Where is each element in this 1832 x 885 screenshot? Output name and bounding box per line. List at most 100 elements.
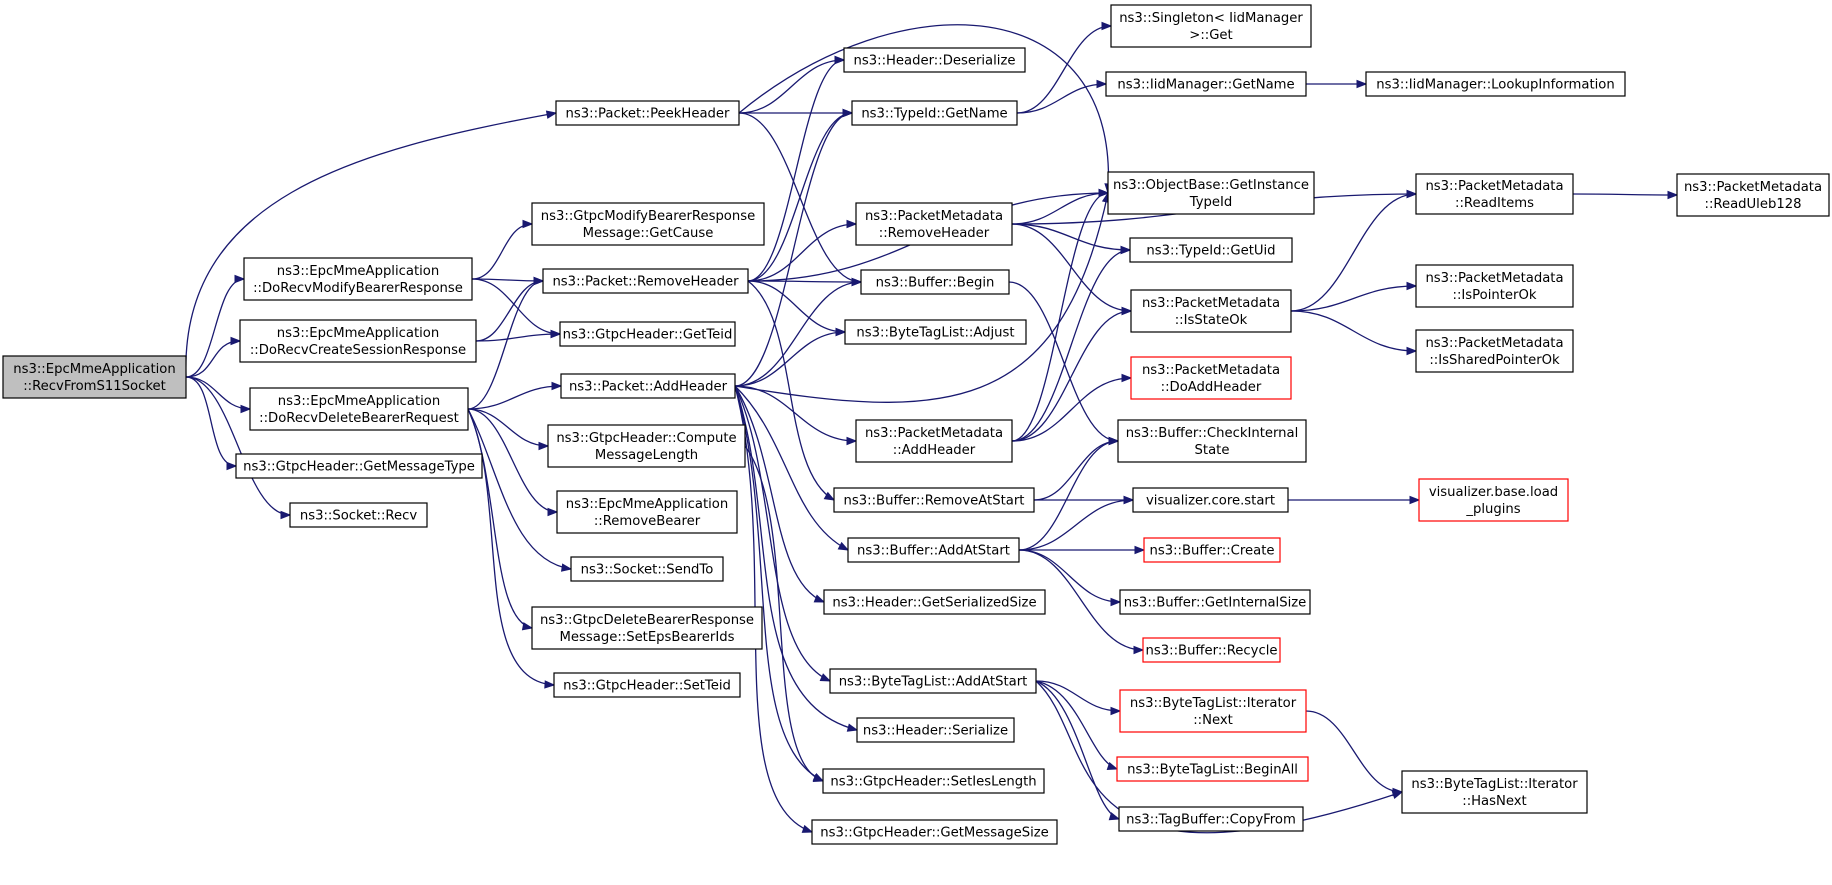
node-headerDeserialize[interactable]: ns3::Header::Deserialize — [843, 47, 1026, 73]
node-gtpcSetIesLength[interactable]: ns3::GtpcHeader::SetIesLength — [822, 768, 1045, 794]
node-bufferRemoveAtStart[interactable]: ns3::Buffer::RemoveAtStart — [833, 487, 1035, 513]
node-label: ::RecvFromS11Socket — [23, 379, 166, 394]
node-bufferAddAtStart[interactable]: ns3::Buffer::AddAtStart — [847, 537, 1020, 563]
node-label: State — [1195, 443, 1230, 458]
node-label: >::Get — [1189, 28, 1232, 43]
node-btlBeginAll[interactable]: ns3::ByteTagList::BeginAll — [1116, 756, 1309, 782]
arrowhead — [1110, 706, 1122, 716]
node-typeIdGetName[interactable]: ns3::TypeId::GetName — [851, 100, 1018, 126]
node-btlIterNext[interactable]: ns3::ByteTagList::Iterator::Next — [1119, 689, 1307, 733]
node-gtpcModifyGetCause[interactable]: ns3::GtpcModifyBearerResponseMessage::Ge… — [531, 202, 765, 246]
node-box — [1116, 756, 1309, 782]
node-label: ns3::IidManager::GetName — [1117, 78, 1294, 93]
node-singletonGet[interactable]: ns3::Singleton< IidManager>::Get — [1110, 4, 1312, 48]
node-btlIterHasNext[interactable]: ns3::ByteTagList::Iterator::HasNext — [1401, 770, 1588, 814]
node-label: MessageLength — [595, 448, 698, 463]
call-edge — [185, 112, 557, 378]
node-label: ns3::Buffer::Begin — [876, 276, 995, 291]
node-label: ns3::Header::Deserialize — [854, 54, 1016, 69]
node-packetAddHeader[interactable]: ns3::Packet::AddHeader — [560, 373, 736, 399]
node-bufferRecycle[interactable]: ns3::Buffer::Recycle — [1142, 637, 1281, 663]
call-edge — [467, 408, 572, 570]
node-pmIsPointerOk[interactable]: ns3::PacketMetadata::IsPointerOk — [1415, 264, 1574, 308]
call-edge — [185, 376, 291, 516]
node-vizBaseLoadPlugins[interactable]: visualizer.base.load_plugins — [1418, 478, 1569, 522]
node-label: ns3::Buffer::Create — [1149, 544, 1274, 559]
node-box — [1129, 237, 1293, 263]
node-label: ns3::TypeId::GetUid — [1146, 244, 1275, 259]
node-bufferBegin[interactable]: ns3::Buffer::Begin — [860, 269, 1010, 295]
call-edge — [1572, 193, 1678, 196]
node-socketSendTo[interactable]: ns3::Socket::SendTo — [570, 556, 724, 582]
call-edge — [747, 59, 845, 282]
node-gtpcGetTeid[interactable]: ns3::GtpcHeader::GetTeid — [559, 321, 736, 347]
node-label: ns3::Buffer::Recycle — [1146, 644, 1278, 659]
arrowhead — [533, 276, 545, 286]
node-label: ::RemoveHeader — [879, 226, 990, 241]
arrowhead — [1108, 436, 1120, 446]
node-packetRemoveHeader[interactable]: ns3::Packet::RemoveHeader — [542, 268, 749, 294]
node-epcRemoveBearer[interactable]: ns3::EpcMmeApplication::RemoveBearer — [556, 490, 738, 534]
node-btlAdjust[interactable]: ns3::ByteTagList::Adjust — [844, 319, 1027, 345]
node-label: ns3::ByteTagList::AddAtStart — [839, 675, 1028, 690]
node-bufferCreate[interactable]: ns3::Buffer::Create — [1143, 537, 1281, 563]
node-bufferGetInternalSize[interactable]: ns3::Buffer::GetInternalSize — [1119, 589, 1311, 615]
node-box — [531, 606, 763, 650]
call-edge — [734, 112, 853, 387]
node-gtpcGetMessageSize[interactable]: ns3::GtpcHeader::GetMessageSize — [811, 819, 1058, 845]
arrowhead — [1120, 245, 1132, 255]
node-vizCoreStart[interactable]: visualizer.core.start — [1132, 487, 1289, 513]
call-edge — [734, 192, 1109, 403]
node-doRecvCreate[interactable]: ns3::EpcMmeApplication::DoRecvCreateSess… — [239, 319, 477, 363]
node-label: ns3::GtpcHeader::Compute — [556, 431, 736, 446]
call-edge — [1305, 710, 1403, 793]
node-box — [1107, 171, 1315, 215]
node-iidLookupInformation[interactable]: ns3::IidManager::LookupInformation — [1365, 71, 1626, 97]
node-box — [1105, 71, 1307, 97]
node-pmIsSharedPointerOk[interactable]: ns3::PacketMetadata::IsSharedPointerOk — [1415, 329, 1574, 373]
arrowhead — [550, 329, 562, 339]
node-label: ::IsPointerOk — [1453, 288, 1537, 303]
node-label: ns3::EpcMmeApplication — [13, 362, 175, 377]
node-doRecvDelete[interactable]: ns3::EpcMmeApplication::DoRecvDeleteBear… — [249, 387, 469, 431]
arrowhead — [1409, 495, 1421, 505]
node-label: ns3::Singleton< IidManager — [1119, 11, 1303, 26]
node-root[interactable]: ns3::EpcMmeApplication::RecvFromS11Socke… — [2, 355, 187, 399]
arrowhead — [1121, 373, 1133, 383]
node-gtpcSetTeid[interactable]: ns3::GtpcHeader::SetTeid — [553, 672, 741, 698]
node-socketRecv[interactable]: ns3::Socket::Recv — [289, 502, 428, 528]
node-iidGetName[interactable]: ns3::IidManager::GetName — [1105, 71, 1307, 97]
arrowhead — [551, 381, 563, 391]
node-pmRemoveHeader[interactable]: ns3::PacketMetadata::RemoveHeader — [855, 202, 1013, 246]
node-pmIsStateOk[interactable]: ns3::PacketMetadata::IsStateOk — [1130, 289, 1292, 333]
node-pmReadUleb128[interactable]: ns3::PacketMetadata::ReadUleb128 — [1676, 173, 1830, 217]
node-box — [844, 319, 1027, 345]
node-peekHeader[interactable]: ns3::Packet::PeekHeader — [555, 100, 740, 126]
node-headerSerialize[interactable]: ns3::Header::Serialize — [856, 717, 1015, 743]
node-tagBufferCopyFrom[interactable]: ns3::TagBuffer::CopyFrom — [1118, 806, 1304, 832]
node-typeIdGetUid[interactable]: ns3::TypeId::GetUid — [1129, 237, 1293, 263]
call-edge — [1016, 25, 1112, 114]
node-gtpcDeleteSetEps[interactable]: ns3::GtpcDeleteBearerResponseMessage::Se… — [531, 606, 763, 650]
arrowhead — [1406, 346, 1418, 356]
node-btlAddAtStart[interactable]: ns3::ByteTagList::AddAtStart — [829, 668, 1037, 694]
node-pmDoAddHeader[interactable]: ns3::PacketMetadata::DoAddHeader — [1130, 356, 1292, 400]
node-pmAddHeader[interactable]: ns3::PacketMetadata::AddHeader — [855, 419, 1013, 463]
node-box — [1118, 806, 1304, 832]
node-gtpcGetMessageType[interactable]: ns3::GtpcHeader::GetMessageType — [235, 453, 483, 479]
arrowhead — [226, 461, 238, 471]
arrowhead — [1123, 495, 1135, 505]
call-edge — [1011, 377, 1132, 442]
node-box — [1415, 264, 1574, 308]
arrowhead — [280, 510, 292, 520]
call-edge — [734, 385, 849, 551]
node-pmReadItems[interactable]: ns3::PacketMetadata::ReadItems — [1415, 173, 1574, 215]
node-label: ns3::Packet::PeekHeader — [566, 107, 730, 122]
node-doRecvModify[interactable]: ns3::EpcMmeApplication::DoRecvModifyBear… — [243, 257, 473, 301]
call-edge — [185, 278, 245, 378]
node-label: ::DoAddHeader — [1161, 380, 1262, 395]
node-headerGetSerializedSize[interactable]: ns3::Header::GetSerializedSize — [823, 589, 1046, 615]
